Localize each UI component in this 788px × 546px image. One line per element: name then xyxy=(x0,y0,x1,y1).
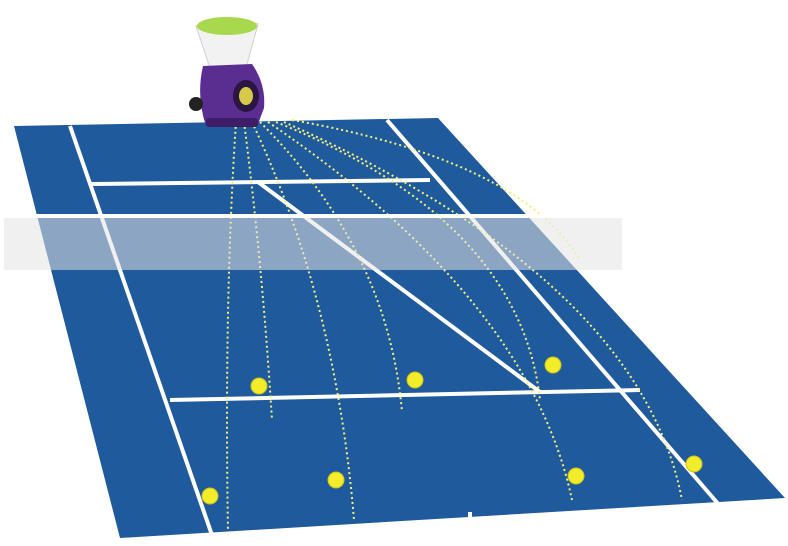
machine-wheel xyxy=(189,97,203,111)
tennis-ball xyxy=(407,372,423,388)
ball-machine xyxy=(189,17,264,127)
hopper-balls xyxy=(197,17,257,35)
tennis-ball xyxy=(686,456,702,472)
tennis-ball xyxy=(545,357,561,373)
tennis-net xyxy=(4,214,622,270)
net-tape xyxy=(4,214,622,218)
machine-launcher-ring xyxy=(239,87,253,105)
tennis-ball xyxy=(328,472,344,488)
tennis-ball xyxy=(202,488,218,504)
tennis-ball xyxy=(568,468,584,484)
net-band xyxy=(4,214,622,270)
tennis-ball xyxy=(251,378,267,394)
machine-base xyxy=(206,118,258,127)
